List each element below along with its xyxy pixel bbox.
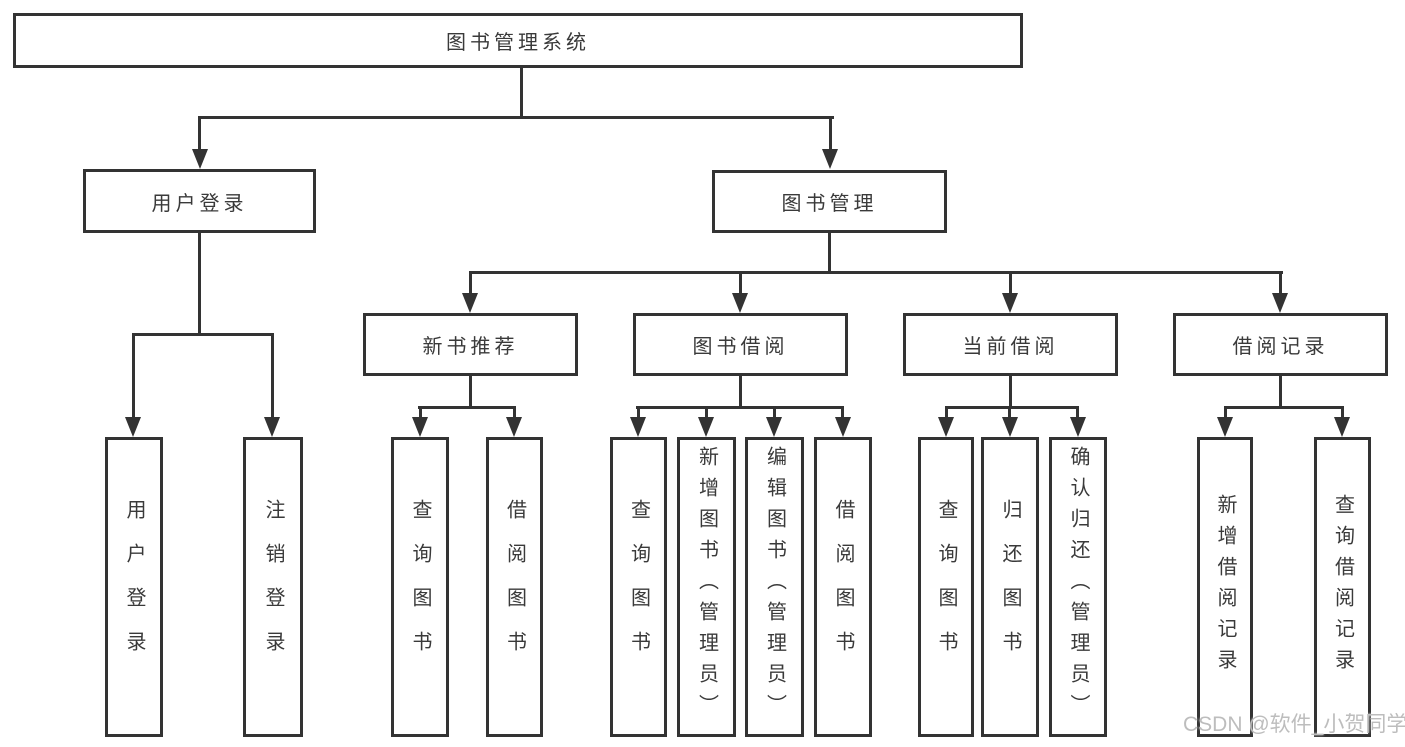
arrow-down-icon <box>1002 293 1018 313</box>
node-bb-edit-book-admin: 编辑图书（管理员） <box>745 437 804 737</box>
node-label: 图书借阅 <box>692 336 789 358</box>
connector-line <box>469 271 1283 274</box>
connector-line <box>132 333 135 419</box>
connector-line <box>513 406 516 419</box>
connector-line <box>1224 406 1227 419</box>
connector-line <box>520 66 523 118</box>
arrow-down-icon <box>192 149 208 169</box>
node-label: 编辑图书（管理员） <box>763 446 786 725</box>
connector-line <box>705 406 708 419</box>
node-label: 查询图书 <box>627 499 650 675</box>
arrow-down-icon <box>506 417 522 437</box>
node-book-management: 图书管理 <box>712 170 947 233</box>
connector-line <box>419 406 422 419</box>
node-label: 查询借阅记录 <box>1331 494 1354 680</box>
node-bb-add-book-admin: 新增图书（管理员） <box>677 437 736 737</box>
node-user-logout: 注销登录 <box>243 437 303 737</box>
node-user-login-action: 用户登录 <box>105 437 163 737</box>
connector-line <box>945 406 948 419</box>
connector-line <box>469 373 472 408</box>
connector-line <box>1224 406 1343 409</box>
connector-line <box>418 406 516 409</box>
connector-line <box>829 116 832 150</box>
arrow-down-icon <box>938 417 954 437</box>
node-library-management-system: 图书管理系统 <box>13 13 1023 68</box>
arrow-down-icon <box>1002 417 1018 437</box>
node-br-add-record: 新增借阅记录 <box>1197 437 1253 737</box>
arrow-down-icon <box>835 417 851 437</box>
node-label: 新增借阅记录 <box>1214 494 1236 680</box>
connector-line <box>1009 374 1012 408</box>
arrow-down-icon <box>264 417 280 437</box>
connector-line <box>841 406 844 419</box>
connector-line <box>1341 406 1344 419</box>
arrow-down-icon <box>1334 417 1350 437</box>
arrow-down-icon <box>1217 417 1233 437</box>
node-cb-return-book: 归还图书 <box>981 437 1039 737</box>
arrow-down-icon <box>1070 417 1086 437</box>
node-label: 用户登录 <box>123 499 145 675</box>
connector-line <box>1008 406 1011 419</box>
node-bb-borrow-book: 借阅图书 <box>814 437 872 737</box>
connector-line <box>828 231 831 273</box>
node-br-query-record: 查询借阅记录 <box>1314 437 1371 737</box>
node-book-borrowing: 图书借阅 <box>633 313 848 376</box>
arrow-down-icon <box>698 417 714 437</box>
node-current-borrowing: 当前借阅 <box>903 313 1118 376</box>
arrow-down-icon <box>732 293 748 313</box>
connector-line <box>198 231 201 335</box>
connector-line <box>637 406 640 419</box>
connector-line <box>739 271 742 295</box>
node-new-book-recommend: 新书推荐 <box>363 313 578 376</box>
csdn-watermark: CSDN @软件_小贺同学 <box>1183 713 1405 736</box>
arrow-down-icon <box>462 293 478 313</box>
connector-line <box>773 406 776 419</box>
node-cb-query-book: 查询图书 <box>918 437 974 737</box>
arrow-down-icon <box>766 417 782 437</box>
arrow-down-icon <box>630 417 646 437</box>
node-rec-query-book: 查询图书 <box>391 437 449 737</box>
connector-line <box>1009 271 1012 295</box>
node-rec-borrow-book: 借阅图书 <box>486 437 543 737</box>
node-label: 借阅图书 <box>503 499 526 675</box>
node-borrow-records: 借阅记录 <box>1173 313 1388 376</box>
connector-line <box>271 333 274 419</box>
node-bb-query-book: 查询图书 <box>610 437 667 737</box>
arrow-down-icon <box>412 417 428 437</box>
node-label: 注销登录 <box>262 499 284 675</box>
node-label: 新增图书（管理员） <box>695 446 718 725</box>
node-label: 图书管理系统 <box>446 32 590 54</box>
connector-line <box>469 271 472 295</box>
connector-line <box>1076 406 1079 419</box>
node-label: 当前借阅 <box>962 336 1059 358</box>
connector-line <box>1279 271 1282 295</box>
node-label: 确认归还（管理员） <box>1067 446 1089 725</box>
connector-line <box>1279 374 1282 408</box>
connector-line <box>945 406 1079 409</box>
node-label: 查询图书 <box>935 499 957 675</box>
node-user-login: 用户登录 <box>83 169 316 233</box>
arrow-down-icon <box>125 417 141 437</box>
connector-line <box>198 116 834 119</box>
node-label: 图书管理 <box>781 193 878 215</box>
connector-line <box>132 333 274 336</box>
node-label: 借阅记录 <box>1232 336 1329 358</box>
arrow-down-icon <box>1272 293 1288 313</box>
node-label: 查询图书 <box>409 499 431 675</box>
node-label: 归还图书 <box>999 499 1021 675</box>
node-label: 借阅图书 <box>832 499 854 675</box>
connector-line <box>636 406 844 409</box>
node-label: 新书推荐 <box>422 336 519 358</box>
node-cb-confirm-return-admin: 确认归还（管理员） <box>1049 437 1107 737</box>
node-label: 用户登录 <box>151 192 248 215</box>
arrow-down-icon <box>822 149 838 169</box>
connector-line <box>198 116 201 150</box>
connector-line <box>739 374 742 408</box>
